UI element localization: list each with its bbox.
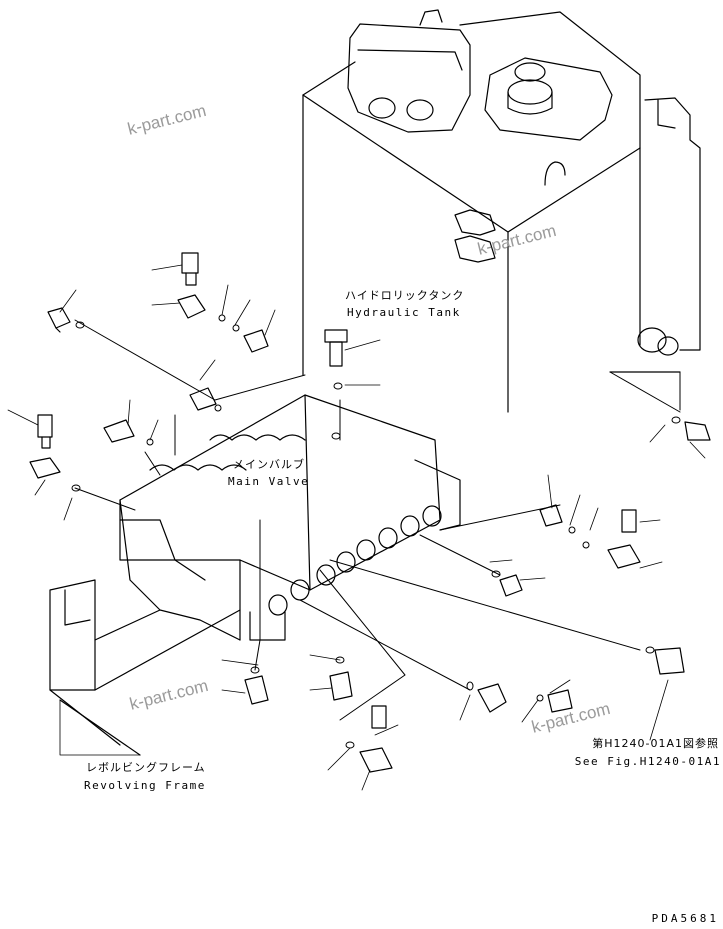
revolving-frame-label-jp: レボルビングフレーム: [86, 761, 206, 774]
main-valve-label-en: Main Valve: [228, 475, 310, 488]
main-valve: [119, 394, 461, 641]
fitting-tank-port: [243, 329, 348, 367]
fitting-elbow-1: [29, 414, 61, 479]
leader-lines: [7, 264, 706, 791]
hydraulic-tank-label-en: Hydraulic Tank: [347, 306, 461, 319]
o-rings: [71, 314, 681, 749]
drawing-code: PDA5681: [651, 912, 719, 925]
fitting-top-left: [177, 252, 206, 319]
revolving-frame: [49, 579, 241, 756]
fitting-left-1: [47, 307, 71, 333]
fitting-right-1: [499, 421, 711, 597]
hose-lines: [74, 319, 681, 721]
fitting-bottom: [244, 647, 685, 773]
fitting-elbow-2: [103, 387, 217, 443]
main-valve-label-jp: メインバルブ: [233, 458, 305, 471]
revolving-frame-label-en: Revolving Frame: [84, 779, 206, 792]
see-figure-label-en: See Fig.H1240-01A1: [574, 755, 721, 768]
see-figure-label-jp: 第H1240-01A1図参照: [592, 737, 719, 750]
hydraulic-tank-label-jp: ハイドロリックタンク: [345, 289, 465, 302]
hydraulic-tank: [302, 9, 701, 413]
